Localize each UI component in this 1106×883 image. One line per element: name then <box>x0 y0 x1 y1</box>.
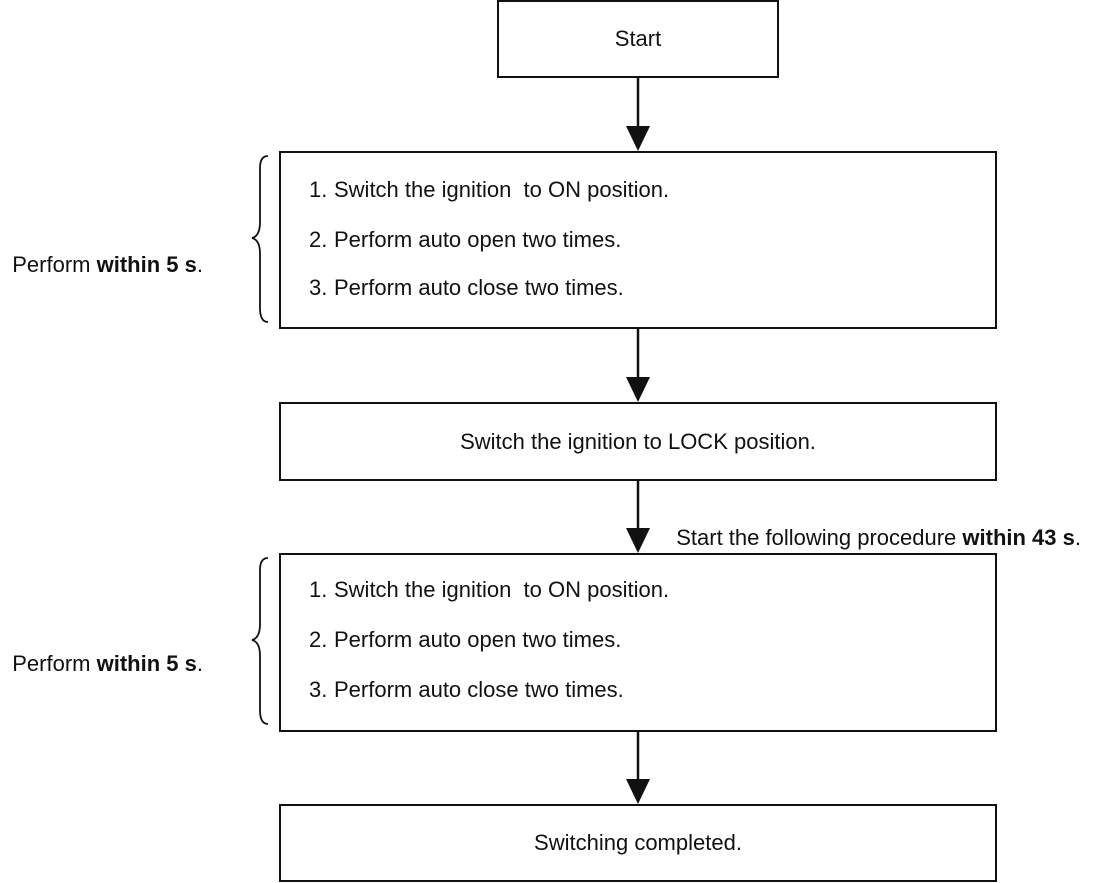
note-emphasis: within 43 s <box>962 525 1075 550</box>
step-text: Perform auto close two times. <box>334 275 624 300</box>
transition-note: Start the following procedure within 43 … <box>664 499 1081 551</box>
note-prefix: Start the following procedure <box>676 525 963 550</box>
step-number: 1. <box>309 577 328 602</box>
step-number: 2. <box>309 627 328 652</box>
step-3: 3.Perform auto close two times. <box>309 679 624 701</box>
end-label: Switching completed. <box>534 830 742 855</box>
arrow-steps-to-lock <box>626 328 650 402</box>
brace-group-1 <box>251 155 269 323</box>
arrow-steps-to-end <box>626 731 650 804</box>
step-number: 3. <box>309 677 328 702</box>
step-1: 1.Switch the ignition to ON position. <box>309 179 669 201</box>
timing-note-2: Perform within 5 s. <box>0 625 203 677</box>
step-number: 1. <box>309 177 328 202</box>
step-3: 3.Perform auto close two times. <box>309 277 624 299</box>
step-text: Switch the ignition to ON position. <box>334 577 670 602</box>
lock-box: Switch the ignition to LOCK position. <box>279 402 997 481</box>
step-text: Perform auto open two times. <box>334 227 622 252</box>
note-suffix: . <box>196 252 203 277</box>
step-1: 1.Switch the ignition to ON position. <box>309 579 669 601</box>
step-text: Perform auto close two times. <box>334 677 624 702</box>
start-box: Start <box>497 0 779 78</box>
note-suffix: . <box>1074 525 1082 550</box>
timing-note-1: Perform within 5 s. <box>0 226 203 278</box>
arrow-lock-to-steps <box>626 480 650 553</box>
start-label: Start <box>614 26 662 51</box>
note-prefix: Perform <box>12 252 97 277</box>
step-text: Perform auto open two times. <box>334 627 622 652</box>
note-emphasis: within 5 s <box>96 252 197 277</box>
lock-label: Switch the ignition to LOCK position. <box>460 428 816 454</box>
note-prefix: Perform <box>12 651 97 676</box>
step-2: 2.Perform auto open two times. <box>309 629 621 651</box>
step-number: 3. <box>309 275 328 300</box>
end-box: Switching completed. <box>279 804 997 882</box>
brace-group-2 <box>251 557 269 725</box>
steps-box-1: 1.Switch the ignition to ON position. 2.… <box>279 151 997 329</box>
note-suffix: . <box>196 651 203 676</box>
note-emphasis: within 5 s <box>96 651 197 676</box>
step-text: Switch the ignition to ON position. <box>334 177 670 202</box>
step-2: 2.Perform auto open two times. <box>309 229 621 251</box>
step-number: 2. <box>309 227 328 252</box>
steps-box-2: 1.Switch the ignition to ON position. 2.… <box>279 553 997 732</box>
arrow-start-to-steps <box>626 78 650 151</box>
